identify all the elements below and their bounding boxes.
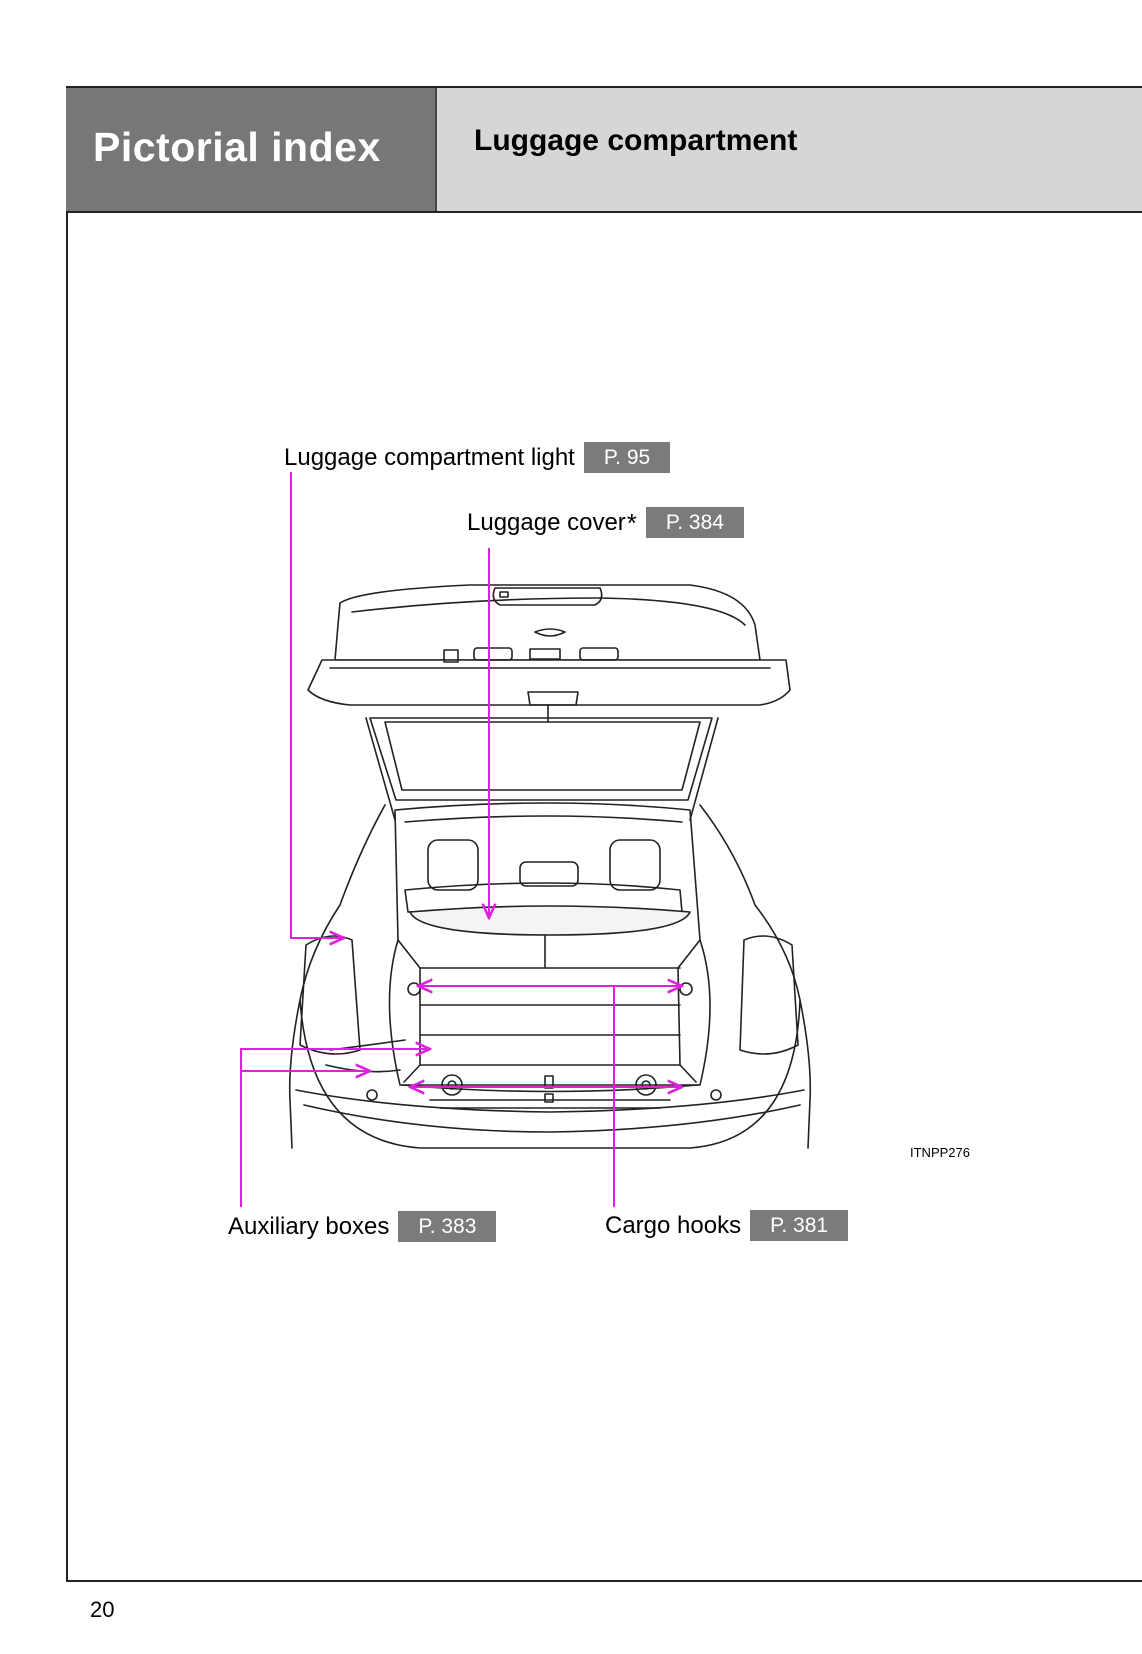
page-ref-button[interactable]: P. 381 <box>750 1210 849 1241</box>
callout-luggage-compartment-light: Luggage compartment light P. 95 <box>284 442 671 473</box>
page-number: 20 <box>90 1597 115 1622</box>
callout-auxiliary-boxes: Auxiliary boxes P. 383 <box>228 1211 497 1242</box>
callout-luggage-cover: Luggage cover * P. 384 <box>467 507 744 538</box>
title-bar: Luggage compartment <box>437 88 1142 211</box>
callout-cargo-hooks: Cargo hooks P. 381 <box>605 1210 849 1241</box>
callout-label: Luggage compartment light <box>284 443 575 471</box>
callout-label: Luggage cover <box>467 508 626 536</box>
callout-label: Cargo hooks <box>605 1211 742 1239</box>
page-ref-button[interactable]: P. 95 <box>583 442 671 473</box>
illustration-code: ITNPP276 <box>910 1145 970 1160</box>
asterisk-marker: * <box>626 507 637 538</box>
section-title: Pictorial index <box>93 124 381 170</box>
section-tab: Pictorial index <box>66 88 437 211</box>
leader-lines <box>240 472 682 1207</box>
vehicle-drawing <box>288 584 812 1149</box>
page-title: Luggage compartment <box>474 124 798 157</box>
page-frame <box>66 86 1142 1582</box>
page-ref-button[interactable]: P. 383 <box>398 1211 497 1242</box>
page-header: Pictorial index Luggage compartment <box>66 86 1142 213</box>
page-ref-button[interactable]: P. 384 <box>645 507 744 538</box>
callout-label: Auxiliary boxes <box>228 1212 390 1240</box>
